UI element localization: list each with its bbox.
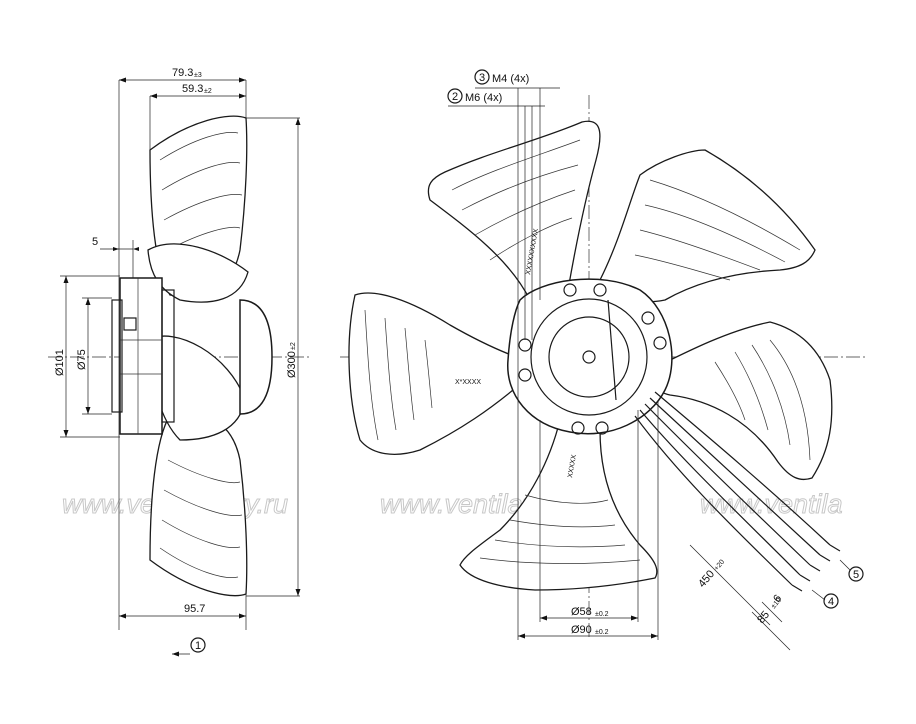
dim-58: Ø58 — [571, 606, 592, 618]
callout-5: 5 — [853, 569, 859, 581]
callout-circle-4 — [823, 593, 839, 609]
side-motor-housing — [119, 277, 163, 435]
mount-hole-5 — [641, 311, 655, 325]
callout-m6: 2 — [452, 91, 458, 103]
side-motor-ring — [161, 289, 175, 423]
dim-59-3-tol: ±2 — [204, 88, 212, 95]
side-motor-flange — [111, 299, 123, 413]
side-hub-cap — [239, 299, 273, 415]
side-blade-lower — [149, 413, 248, 597]
front-blade-top — [427, 120, 601, 306]
front-blade-left — [348, 292, 526, 455]
cable-2 — [649, 397, 821, 556]
front-hub-center — [582, 350, 596, 364]
dim-59-3: 59.3 — [182, 83, 203, 95]
callout-circle-5 — [848, 566, 864, 582]
front-blade-right — [649, 321, 833, 481]
side-view: 79.3 ±3 59.3 ±2 5 Ø101 Ø75 Ø300 ±2 95.7 — [48, 67, 312, 657]
watermark-text-3: www.ventila — [700, 489, 843, 519]
mount-hole-8 — [571, 421, 585, 435]
mount-hole-4 — [593, 283, 607, 297]
callout-m4: 3 — [479, 72, 485, 84]
dim-90: Ø90 — [571, 624, 592, 636]
front-blade-right-ribs — [714, 339, 811, 461]
dim-300-tol: ±2 — [290, 342, 297, 350]
airflow-callout: 1 — [195, 640, 201, 652]
dim-75: Ø75 — [76, 349, 88, 370]
label-m4: M4 (4x) — [492, 73, 529, 85]
callout-circle-2 — [447, 88, 463, 104]
cable-3 — [644, 403, 811, 566]
callout-circle-1 — [190, 637, 206, 653]
dim-450: 450 — [696, 568, 717, 590]
side-blade-upper-ribs — [159, 132, 243, 251]
cable-4 — [639, 409, 801, 576]
dim-line-6 — [761, 601, 783, 623]
front-blade-bottom — [459, 417, 658, 591]
dim-58-tol: ±0.2 — [595, 611, 609, 618]
mount-hole-7 — [595, 421, 609, 435]
blade-mark-2: XXXXX — [567, 454, 578, 479]
callout-circle-3 — [474, 69, 490, 85]
dim-line-450 — [689, 544, 771, 626]
dim-79-3-tol: ±3 — [194, 72, 202, 79]
front-hub-ring-outer — [530, 298, 648, 416]
mount-hole-6 — [653, 336, 667, 350]
front-view: X*XXXX XXXXXXXXXX XXXXX 3 M4 (4x) 2 M6 (… — [340, 69, 865, 651]
callout-4: 4 — [828, 596, 834, 608]
front-blade-left-ribs — [364, 309, 433, 441]
mount-hole-3 — [563, 283, 577, 297]
dim-line-85 — [751, 611, 791, 651]
front-hub-label-plate — [607, 299, 617, 401]
front-hub-ring-inner — [548, 316, 630, 398]
dim-95-7: 95.7 — [184, 603, 205, 615]
dim-90-tol: ±0.2 — [595, 629, 609, 636]
side-blade-lower-ribs — [159, 459, 243, 578]
front-blade-upper-right — [599, 149, 816, 303]
wire-ends — [791, 544, 841, 592]
dim-450-tol: +20 — [713, 559, 726, 573]
cable-5 — [634, 415, 793, 586]
side-cable-gland — [123, 317, 137, 331]
front-blade-top-ribs — [451, 139, 581, 261]
dim-85: 85 — [755, 609, 772, 626]
front-blade-upper-right-ribs — [634, 179, 801, 281]
front-blade-bottom-ribs — [479, 494, 641, 564]
dim-101: Ø101 — [54, 349, 66, 376]
dim-5: 5 — [92, 236, 98, 248]
mount-hole-2 — [518, 368, 532, 382]
label-m6: M6 (4x) — [465, 92, 502, 104]
cable-1 — [654, 391, 831, 546]
dim-300: Ø300 — [286, 351, 298, 378]
dim-79-3: 79.3 — [172, 67, 193, 79]
hub-mark: X*XXXX — [455, 379, 481, 386]
